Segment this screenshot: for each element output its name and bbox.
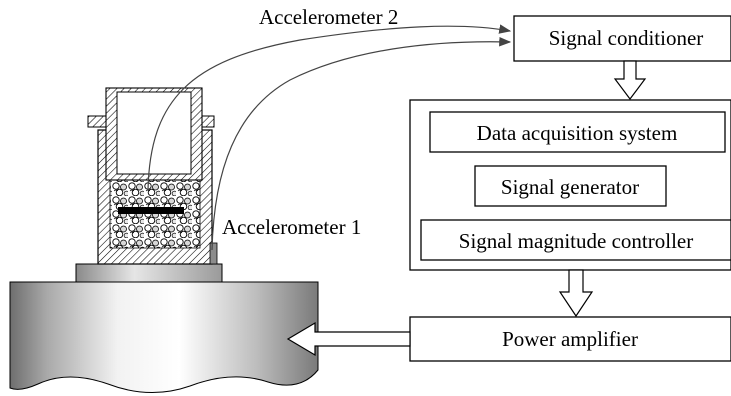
buried-plate — [118, 207, 184, 214]
signal-generator-label: Signal generator — [501, 175, 639, 199]
signal-conditioner-label: Signal conditioner — [549, 26, 704, 50]
signal-generator-box — [474, 165, 667, 207]
power-amplifier-label: Power amplifier — [502, 327, 638, 351]
signal-magnitude-controller-label: Signal magnitude controller — [459, 229, 693, 253]
shaker-table — [9, 281, 319, 393]
arrow-left-to-shaker — [286, 321, 411, 357]
data-acquisition-label: Data acquisition system — [477, 121, 678, 145]
accelerometer-1-label: Accelerometer 1 — [222, 215, 361, 239]
accelerometer-2-label: Accelerometer 2 — [259, 5, 398, 29]
arrow-down-2 — [558, 269, 594, 318]
arrow-down-1 — [613, 60, 647, 100]
data-acquisition-box — [429, 111, 726, 153]
cables — [147, 24, 512, 251]
power-amplifier-box — [409, 316, 731, 362]
inner-cup — [105, 87, 203, 181]
signal-magnitude-controller-box — [420, 219, 731, 261]
accelerometer-1-sensor — [209, 242, 218, 265]
signal-conditioner-box — [513, 15, 731, 62]
base-plate — [75, 263, 223, 283]
